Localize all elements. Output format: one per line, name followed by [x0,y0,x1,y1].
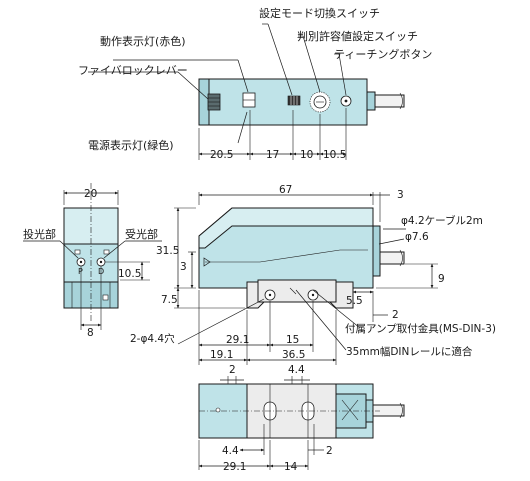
label-operation-indicator: 動作表示灯(赤色) [100,34,186,48]
dim-side-9: 9 [438,273,445,285]
label-cable: φ4.2ケーブル2m [401,214,483,227]
dim-front-8: 8 [87,327,94,339]
fiber-lock-lever [198,78,210,126]
label-teaching-button: ティーチングボタン [334,47,432,61]
dim-side-3: 3 [180,261,187,273]
label-emitter: 投光部 [23,227,56,241]
direction-mark [203,257,211,267]
dim-side-67: 67 [279,184,292,196]
dim-bottom-4-4-top: 4.4 [288,364,305,376]
top-view-body [198,78,368,126]
dim-side-36-5: 36.5 [282,349,305,361]
emitter-window [74,249,81,255]
label-holes: 2-φ4.4穴 [130,332,175,345]
judgment-tolerance-switch[interactable] [309,91,331,113]
bottom-mark [215,407,221,413]
label-mounting-bracket: 付属アンプ取付金具(MS-DIN-3) [345,322,496,335]
label-cable-dia: φ7.6 [405,231,429,243]
dim-bottom-2: 2 [229,364,236,376]
label-receiver: 受光部 [125,227,158,241]
dim-top-10-5: 10.5 [323,149,346,161]
dim-side-15: 15 [286,334,299,346]
bottom-view: 2 4.4 4.4 2 29.1 14 [198,364,405,473]
label-fiber-lock-lever: ファイバロックレバー [78,64,188,77]
dim-side-31-5: 31.5 [156,245,179,257]
cable [374,94,405,108]
side-view: 67 3 31.5 3 7.5 φ4.2ケーブル2m φ7.6 9 5.5 2 … [130,184,496,365]
dim-bottom-29-1: 29.1 [223,461,246,473]
dim-front-20: 20 [84,188,97,200]
label-power-indicator: 電源表示灯(緑色) [88,138,174,152]
dim-top-20-5: 20.5 [210,149,233,161]
dim-side-3-top: 3 [397,189,404,201]
dim-bottom-14: 14 [284,461,298,473]
top-view: 設定モード切換スイッチ 動作表示灯(赤色) 判別許容値設定スイッチ ファイバロッ… [78,6,432,161]
dim-side-29-1: 29.1 [226,334,249,346]
bottom-cable [372,404,405,417]
side-cable-grommet [372,225,381,277]
port-p-label: P [78,267,83,276]
cable-grommet [366,91,376,111]
dim-bottom-2-right: 2 [326,445,333,457]
dim-side-2: 2 [392,309,399,321]
label-setting-mode-switch: 設定モード切換スイッチ [259,6,380,20]
dim-bottom-4-4: 4.4 [222,445,239,457]
dim-front-10-5: 10.5 [118,268,141,280]
front-small-slot [102,294,109,301]
dim-top-17: 17 [266,149,279,161]
label-din-rail: 35mm幅DINレールに適合 [346,345,473,358]
dim-side-19-1: 19.1 [210,349,233,361]
front-view: P D 20 投光部 受光部 10.5 8 [23,183,162,339]
dim-side-7-5: 7.5 [161,294,178,306]
receiver-window [103,249,110,255]
label-judgment-tolerance-switch: 判別許容値設定スイッチ [297,29,418,43]
dim-side-5-5: 5.5 [346,295,363,307]
side-cable [379,251,405,265]
dim-top-10: 10 [300,149,313,161]
